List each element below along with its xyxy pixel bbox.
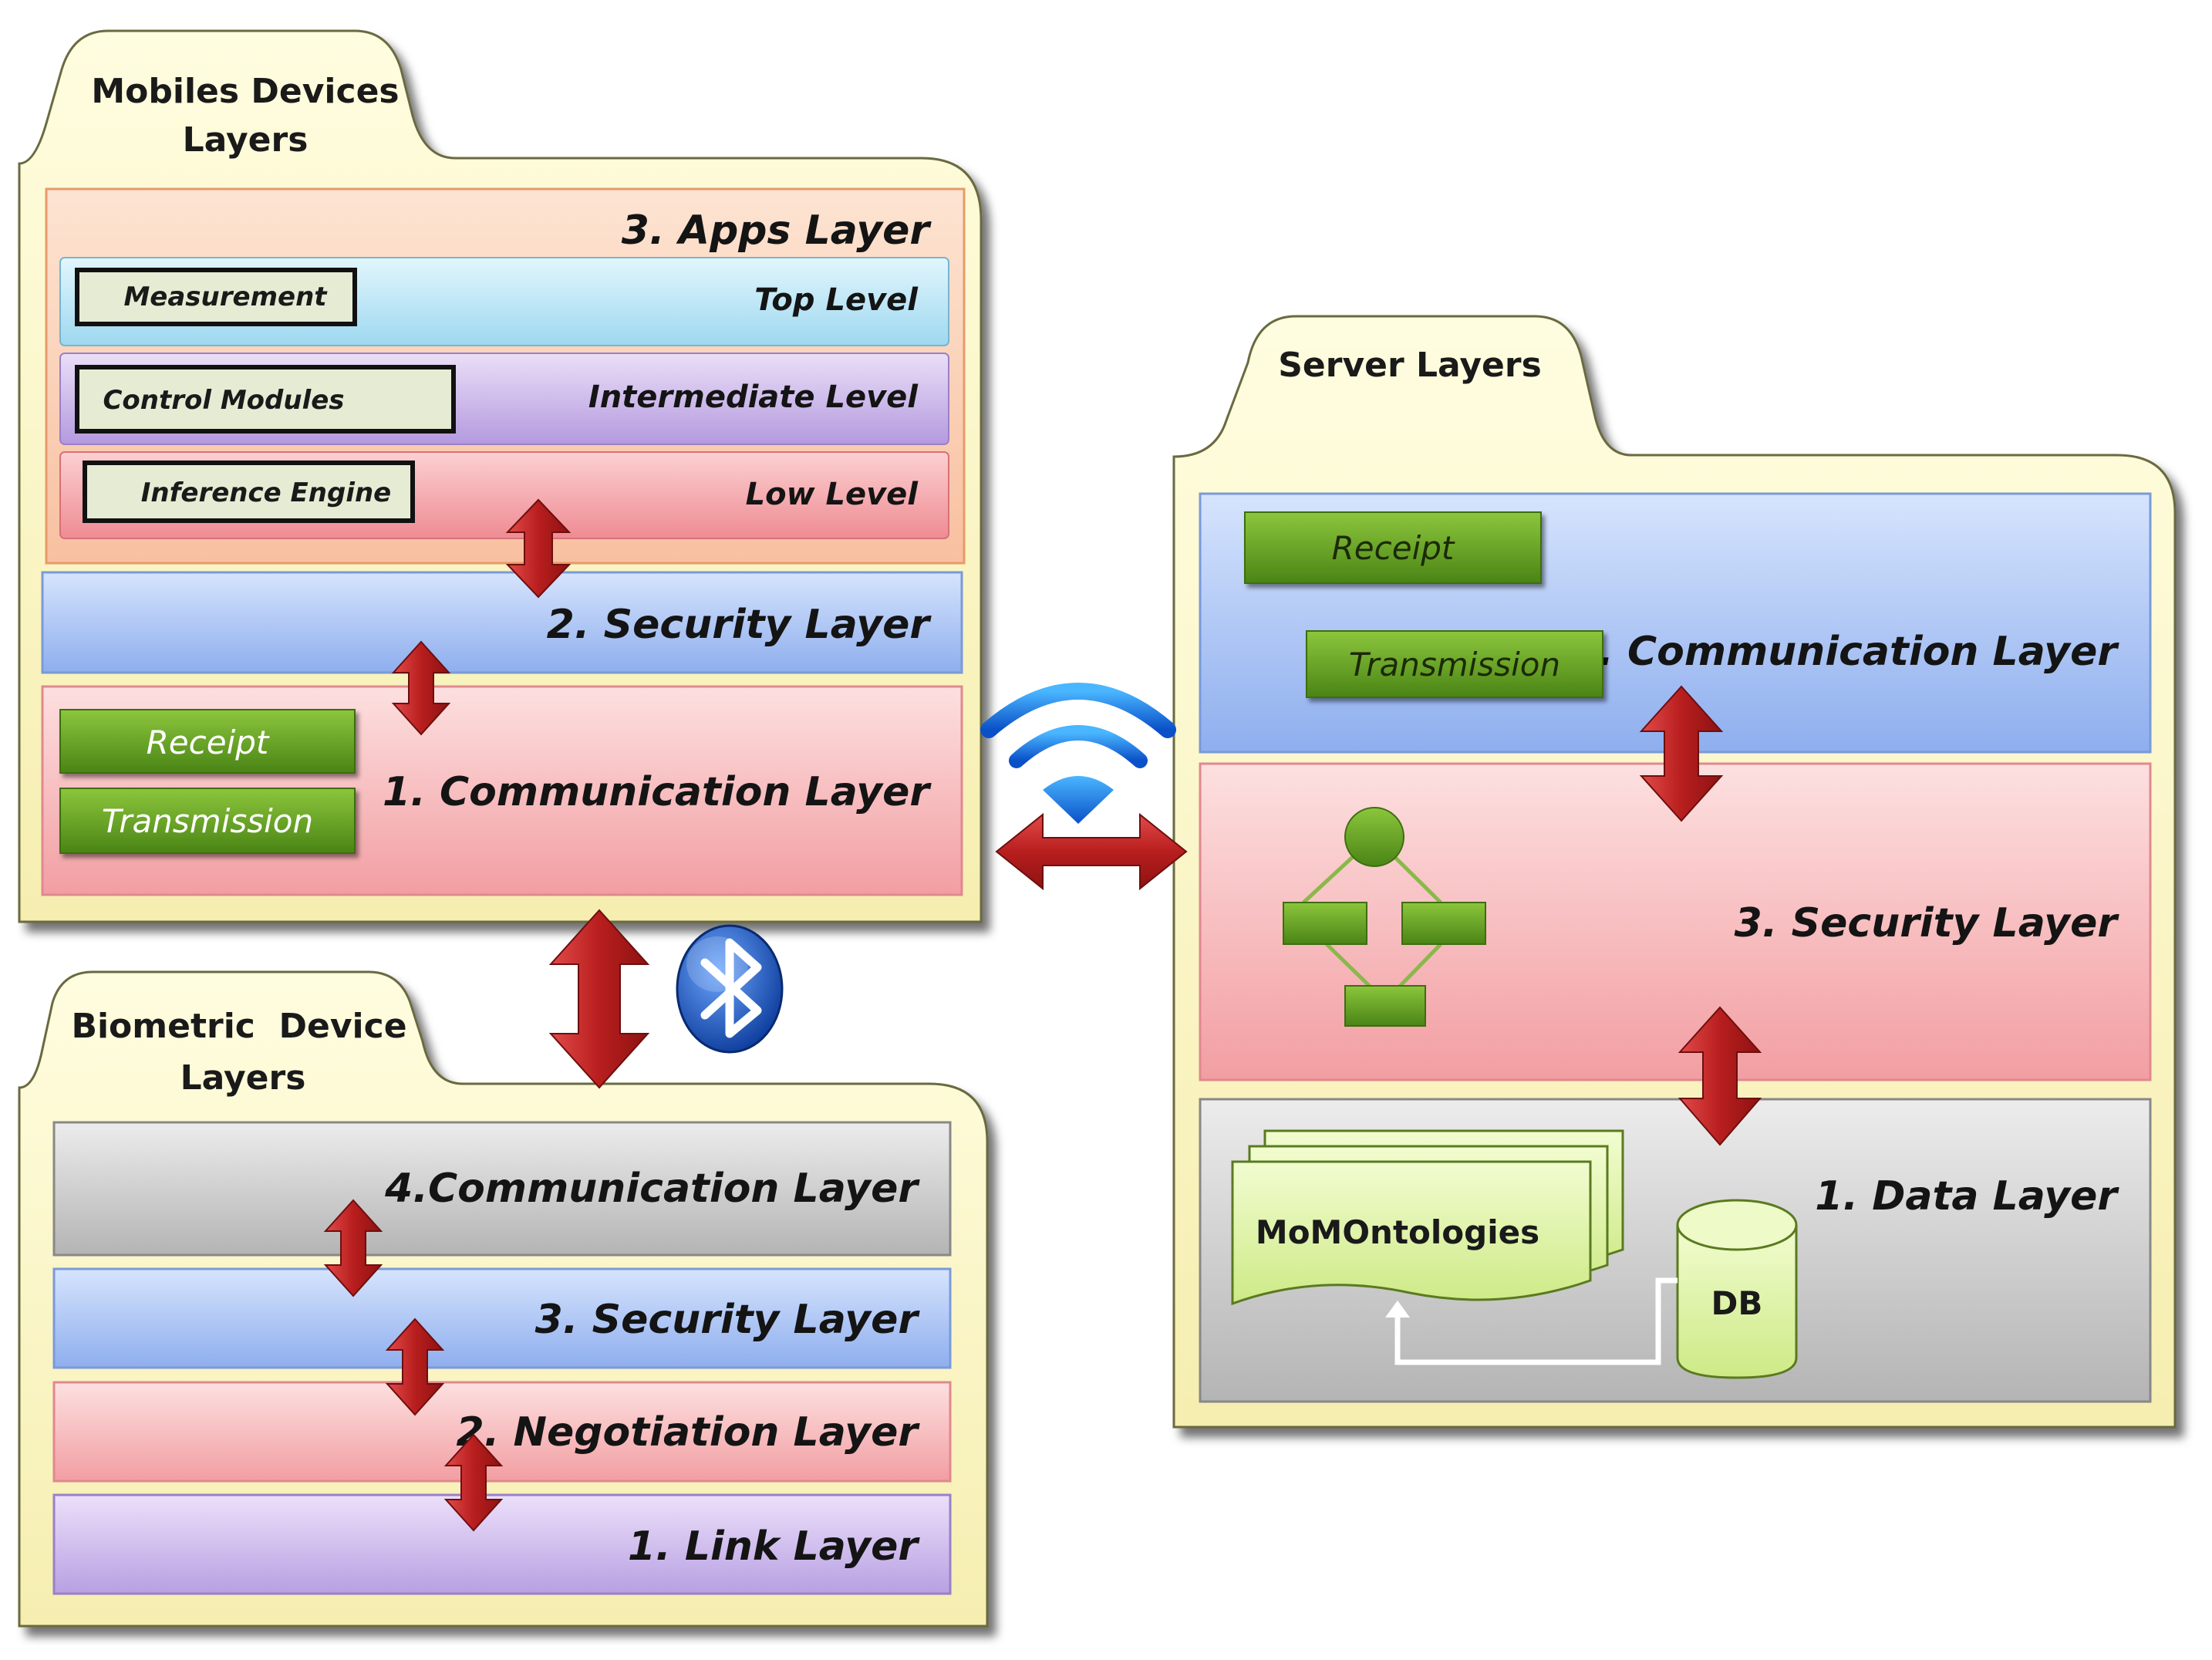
bluetooth-icon bbox=[676, 924, 784, 1054]
server-communication-label: 2. Communication Layer bbox=[1570, 629, 2119, 675]
negotiation-layer bbox=[52, 1381, 952, 1483]
biometric-security-layer bbox=[52, 1267, 952, 1369]
control-modules-label: Control Modules bbox=[103, 385, 344, 416]
biometric-title-line1: Biometric Device bbox=[71, 1007, 406, 1046]
flowchart-icon bbox=[1283, 807, 1486, 1027]
double-arrow-icon bbox=[443, 1433, 504, 1532]
connector-arrow bbox=[1394, 1277, 1678, 1365]
measurement-label: Measurement bbox=[123, 282, 328, 312]
server-title: Server Layers bbox=[1278, 346, 1542, 385]
inference-engine-label: Inference Engine bbox=[141, 477, 391, 508]
ontologies-label: MoMOntologies bbox=[1256, 1213, 1539, 1251]
mobile-title-line2: Layers bbox=[183, 120, 309, 160]
data-layer-label: 1. Data Layer bbox=[1815, 1173, 2119, 1220]
link-layer bbox=[52, 1493, 952, 1595]
connector-arrowhead bbox=[1385, 1301, 1410, 1318]
db-label: DB bbox=[1711, 1284, 1763, 1322]
mobile-transmission-button bbox=[59, 788, 356, 854]
biometric-device-folder: Biometric Device Layers 4.Communication … bbox=[18, 970, 989, 1628]
measurement-module bbox=[75, 268, 357, 326]
server-folder: Server Layers 2. Communication Layer Rec… bbox=[1172, 315, 2177, 1429]
double-arrow-icon bbox=[1678, 1006, 1762, 1146]
server-receipt-button bbox=[1244, 511, 1542, 584]
mobile-transmission-label: Transmission bbox=[102, 802, 313, 840]
biometric-communication-label: 4.Communication Layer bbox=[384, 1166, 920, 1212]
biometric-security-label: 3. Security Layer bbox=[535, 1297, 921, 1343]
double-arrow-icon bbox=[505, 498, 572, 599]
server-security-label: 3. Security Layer bbox=[1735, 900, 2120, 946]
mobile-title-line1: Mobiles Devices bbox=[91, 72, 399, 111]
inference-engine-module bbox=[83, 461, 415, 523]
mobile-devices-folder: Mobiles Devices Layers 3. Apps Layer Top… bbox=[18, 29, 983, 923]
server-transmission-label: Transmission bbox=[1349, 646, 1560, 683]
document-stack-icon bbox=[1231, 1129, 1624, 1306]
control-modules-module bbox=[75, 365, 456, 434]
mobile-security-layer bbox=[41, 571, 963, 674]
double-arrow-icon bbox=[391, 640, 451, 736]
double-arrow-icon bbox=[995, 812, 1188, 891]
database-icon bbox=[1676, 1199, 1798, 1379]
server-transmission-button bbox=[1306, 630, 1603, 698]
negotiation-label: 2. Negotiation Layer bbox=[456, 1409, 920, 1456]
mobile-communication-label: 1. Communication Layer bbox=[383, 769, 932, 815]
mobile-security-label: 2. Security Layer bbox=[547, 602, 932, 648]
double-arrow-icon bbox=[548, 909, 650, 1089]
top-level-label: Top Level bbox=[754, 282, 919, 318]
biometric-communication-layer bbox=[52, 1121, 952, 1257]
link-label: 1. Link Layer bbox=[628, 1523, 920, 1570]
double-arrow-icon bbox=[323, 1199, 383, 1297]
mobile-receipt-button bbox=[59, 709, 356, 774]
biometric-title-line2: Layers bbox=[180, 1058, 306, 1098]
double-arrow-icon bbox=[385, 1318, 445, 1416]
mobile-receipt-label: Receipt bbox=[147, 724, 270, 761]
wifi-icon bbox=[980, 683, 1176, 824]
low-level-label: Low Level bbox=[746, 477, 919, 512]
server-receipt-label: Receipt bbox=[1332, 529, 1455, 567]
intermediate-level-label: Intermediate Level bbox=[588, 380, 919, 415]
double-arrow-icon bbox=[1639, 685, 1724, 822]
apps-layer-label: 3. Apps Layer bbox=[622, 208, 932, 254]
